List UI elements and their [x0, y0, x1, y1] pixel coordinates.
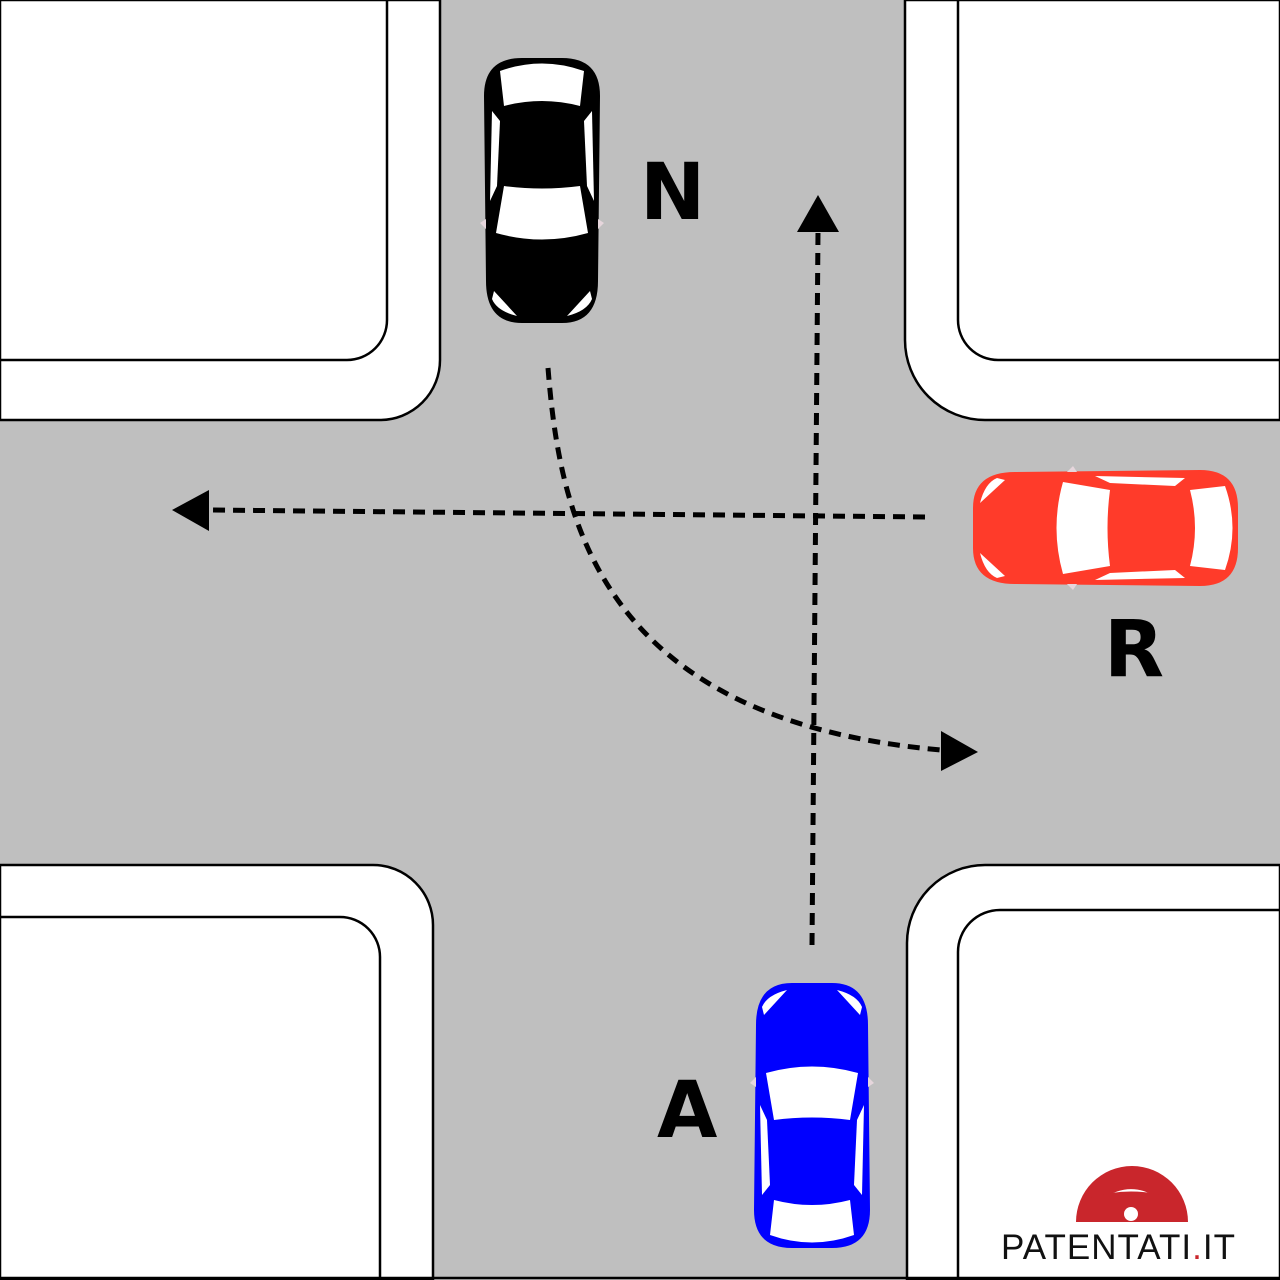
car-a [750, 983, 874, 1248]
car-r [973, 466, 1238, 590]
path-arrows [208, 231, 942, 946]
arrowhead-a-icon [797, 195, 839, 232]
steering-wheel-icon [1076, 1166, 1188, 1222]
svg-text:PATENTATI.IT: PATENTATI.IT [1001, 1228, 1236, 1267]
patentati-logo: PATENTATI.IT [1001, 1166, 1236, 1267]
car-n [480, 58, 604, 323]
label-r: R [1104, 605, 1164, 695]
path-arrow-n [545, 367, 942, 753]
label-a: A [657, 1066, 717, 1156]
label-n: N [640, 148, 705, 238]
arrowhead-n-icon [941, 731, 978, 771]
arrowhead-r-icon [172, 490, 209, 531]
